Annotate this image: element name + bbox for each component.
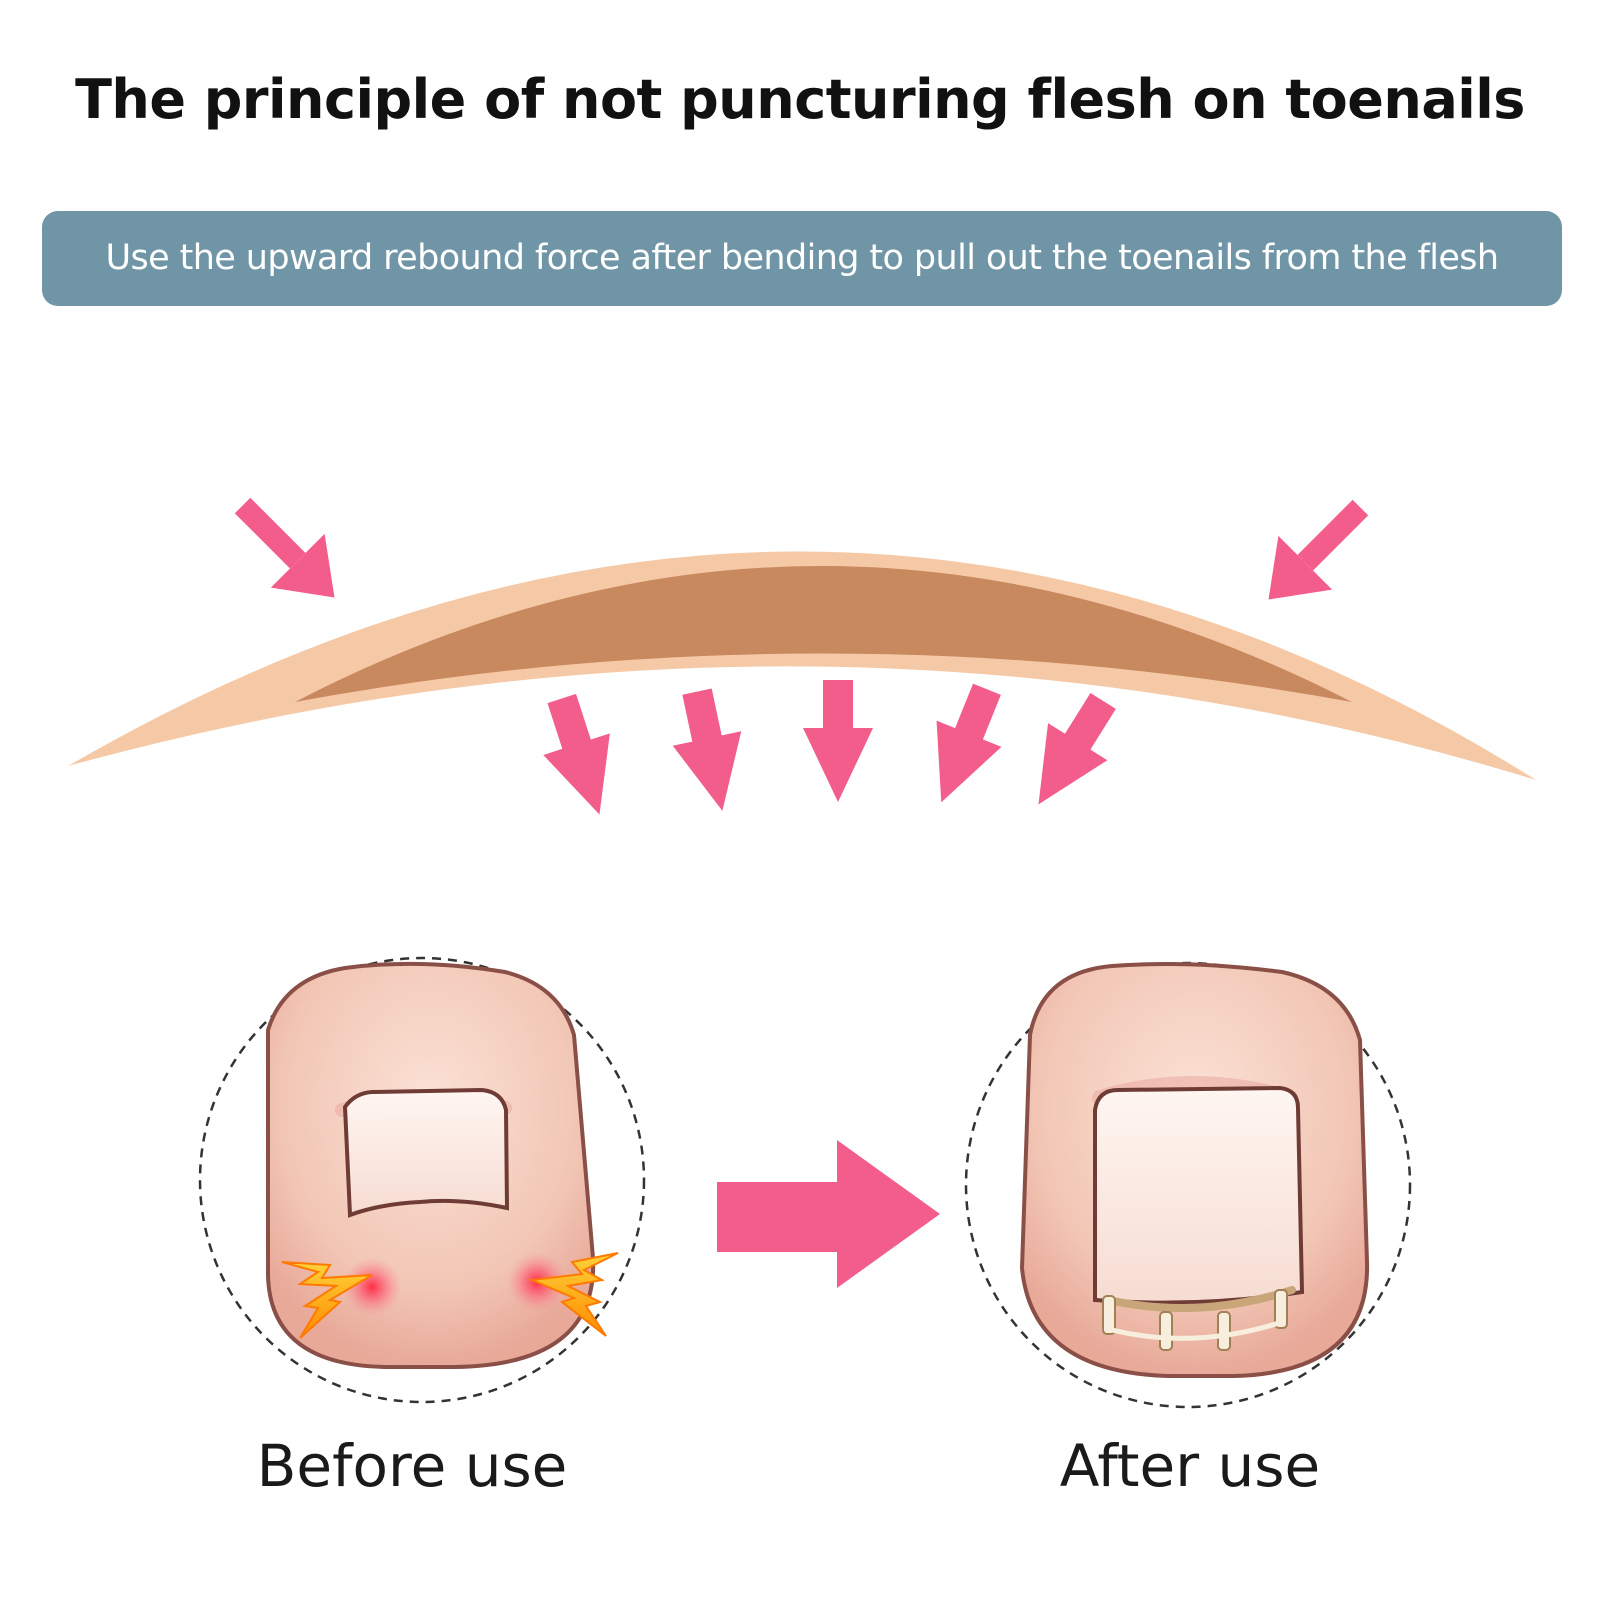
arrow-up-outward-icon: [234, 497, 335, 598]
arrow-right-icon: [717, 1140, 940, 1288]
arrow-down-icon: [543, 693, 610, 815]
curved-nail-brace: [68, 551, 1536, 780]
nail-plate: [1093, 1085, 1305, 1305]
toe-after-illustration: [964, 961, 1412, 1409]
lightning-bolt-icon: [281, 1261, 373, 1339]
nail-brace-staples: [1102, 1286, 1296, 1351]
inflammation-left: [342, 1257, 402, 1317]
before-caption: Before use: [256, 1432, 568, 1500]
subtitle-banner: Use the upward rebound force after bendi…: [42, 211, 1562, 306]
arrow-down-icon: [803, 680, 873, 802]
page-title: The principle of not puncturing flesh on…: [75, 68, 1525, 131]
arrow-down-icon: [672, 688, 742, 811]
arrow-up-outward-icon: [1268, 499, 1369, 600]
brace-outer-band: [68, 551, 1536, 780]
arrow-down-icon: [1038, 692, 1116, 805]
nail-plate: [342, 1087, 510, 1218]
before-dashed-circle: [198, 956, 646, 1404]
brace-inner-band: [295, 566, 1352, 702]
toe-before-illustration: [198, 956, 646, 1404]
arrow-down-icon: [936, 683, 1002, 803]
subtitle-text: Use the upward rebound force after bendi…: [105, 238, 1499, 278]
after-caption: After use: [1059, 1432, 1321, 1500]
lightning-bolt-icon: [528, 1252, 619, 1337]
